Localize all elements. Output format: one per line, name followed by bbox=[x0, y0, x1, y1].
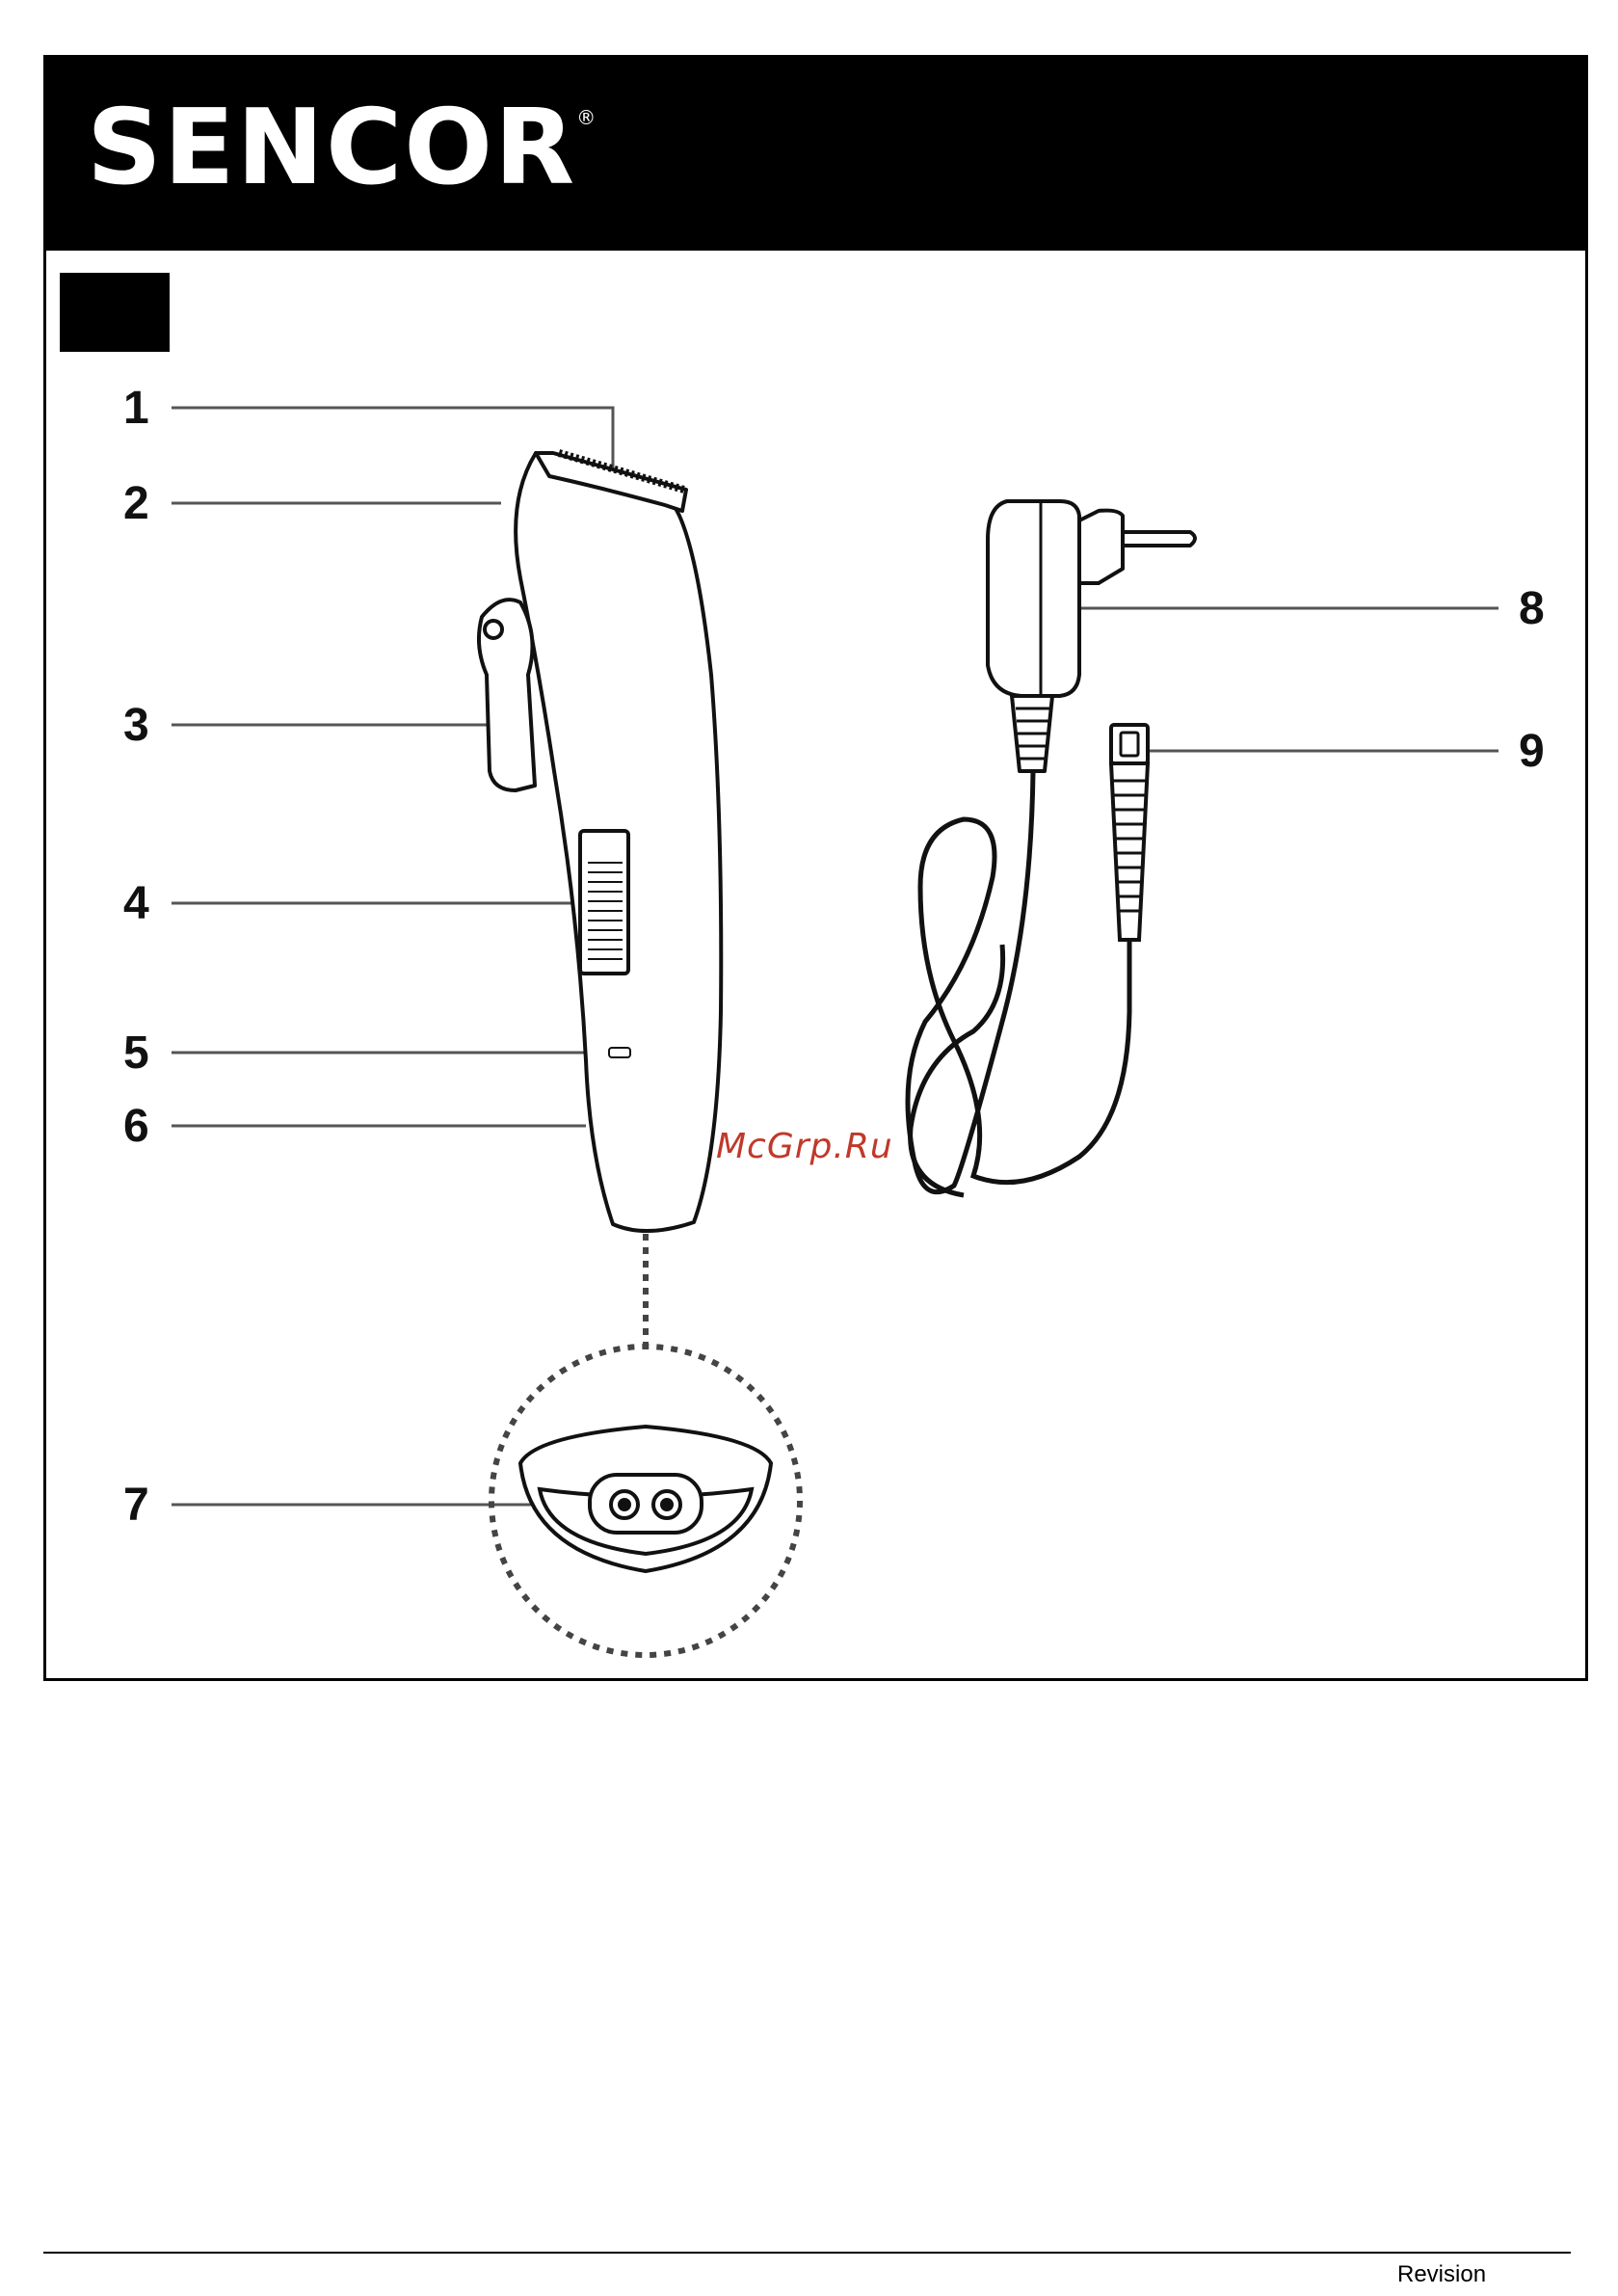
charging-socket-illustration bbox=[520, 1427, 771, 1571]
callout-2: 2 bbox=[123, 481, 149, 527]
watermark-text: McGrp.Ru bbox=[716, 1127, 893, 1166]
power-adapter-illustration bbox=[988, 501, 1195, 771]
callout-1: 1 bbox=[123, 386, 149, 432]
lever-pivot bbox=[485, 621, 502, 638]
callout-9: 9 bbox=[1519, 729, 1545, 775]
appliance-connector-illustration bbox=[1111, 725, 1148, 940]
callout-4: 4 bbox=[123, 881, 149, 927]
charging-indicator bbox=[609, 1048, 630, 1057]
footer-divider bbox=[43, 2252, 1571, 2254]
footer-revision-label: Revision bbox=[1397, 2261, 1486, 2288]
clipper-illustration bbox=[479, 453, 721, 1231]
callout-7: 7 bbox=[123, 1482, 149, 1529]
callout-5: 5 bbox=[123, 1030, 149, 1077]
callout-3: 3 bbox=[123, 703, 149, 749]
adapter-cord bbox=[908, 771, 1129, 1192]
callout-6: 6 bbox=[123, 1104, 149, 1150]
adapter-plug-pins bbox=[1079, 511, 1123, 583]
adapter-body bbox=[988, 501, 1079, 696]
callout-8: 8 bbox=[1519, 586, 1545, 632]
